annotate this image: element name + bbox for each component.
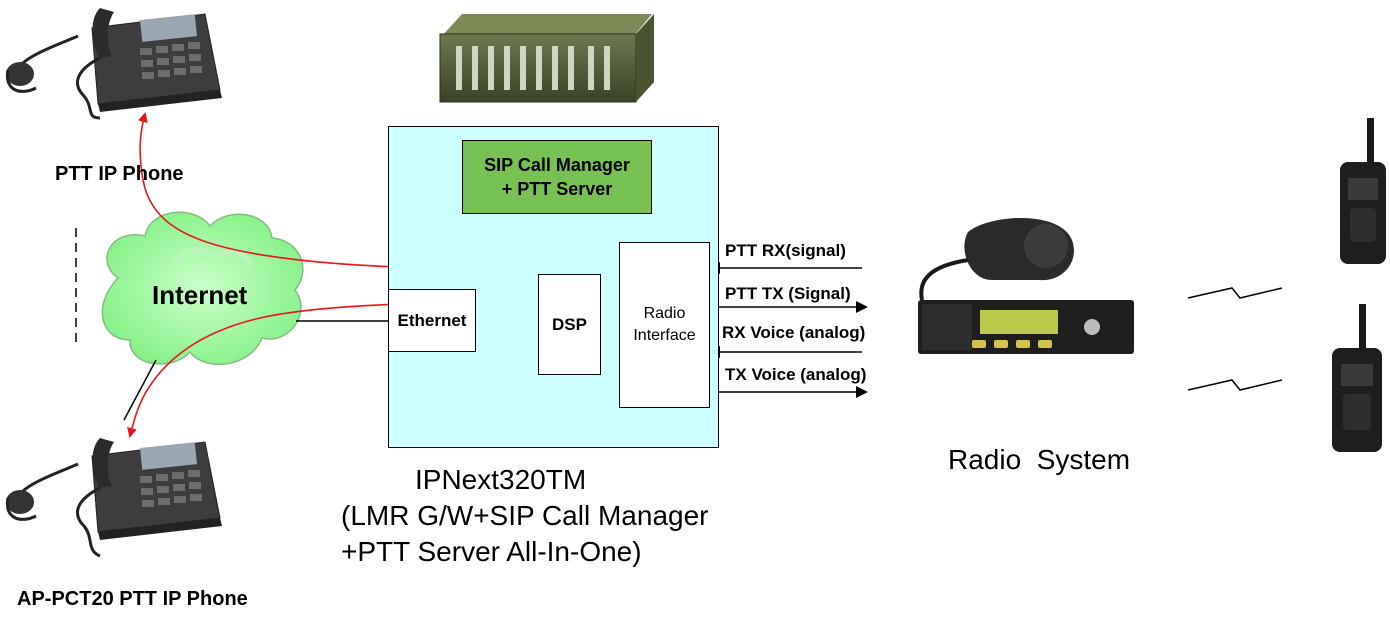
gateway-chassis-image — [439, 14, 654, 103]
wireless-link-bottom — [1187, 379, 1283, 391]
gateway-model-label: IPNext320TM — [415, 464, 587, 495]
handheld-radio-top-image — [1340, 118, 1386, 264]
dsp-block: DSP — [538, 274, 601, 375]
ethernet-label: Ethernet — [397, 310, 467, 330]
ptt-tx-label: PTT TX (Signal) — [725, 284, 851, 303]
dsp-label: DSP — [552, 314, 587, 334]
internet-cloud — [101, 211, 304, 365]
gateway-caption: IPNext320TM (LMR G/W+SIP Call Manager +P… — [341, 462, 709, 570]
rx-voice-label: RX Voice (analog) — [722, 323, 866, 342]
ptt-server-label: + PTT Server — [501, 179, 613, 199]
ethernet-block: Ethernet — [388, 289, 476, 352]
radio-system-label: Radio System — [948, 444, 1131, 475]
radio-interface-block: Radio Interface — [619, 242, 710, 408]
sip-call-manager-block: SIP Call Manager + PTT Server — [462, 140, 652, 214]
ptt-ip-phone-label: PTT IP Phone — [55, 163, 184, 185]
internet-label: Internet — [152, 280, 248, 310]
wireless-link-top — [1187, 287, 1283, 299]
ap-pct20-phone-image — [5, 438, 222, 558]
tx-voice-label: TX Voice (analog) — [725, 365, 867, 384]
ptt-rx-label: PTT RX(signal) — [725, 241, 846, 260]
sip-call-manager-label: SIP Call Manager — [484, 155, 630, 175]
interface-label: Interface — [633, 327, 696, 344]
ap-pct20-phone-label: AP-PCT20 PTT IP Phone — [17, 588, 248, 610]
radio-label: Radio — [643, 305, 686, 322]
mobile-radio-image — [918, 217, 1134, 354]
ptt-ip-phone-image — [5, 8, 222, 120]
gateway-desc-line2: +PTT Server All-In-One) — [341, 536, 642, 567]
internet-to-phone-wire — [123, 359, 157, 421]
gateway-desc-line1: (LMR G/W+SIP Call Manager — [341, 500, 709, 531]
handheld-radio-bottom-image — [1332, 304, 1382, 452]
